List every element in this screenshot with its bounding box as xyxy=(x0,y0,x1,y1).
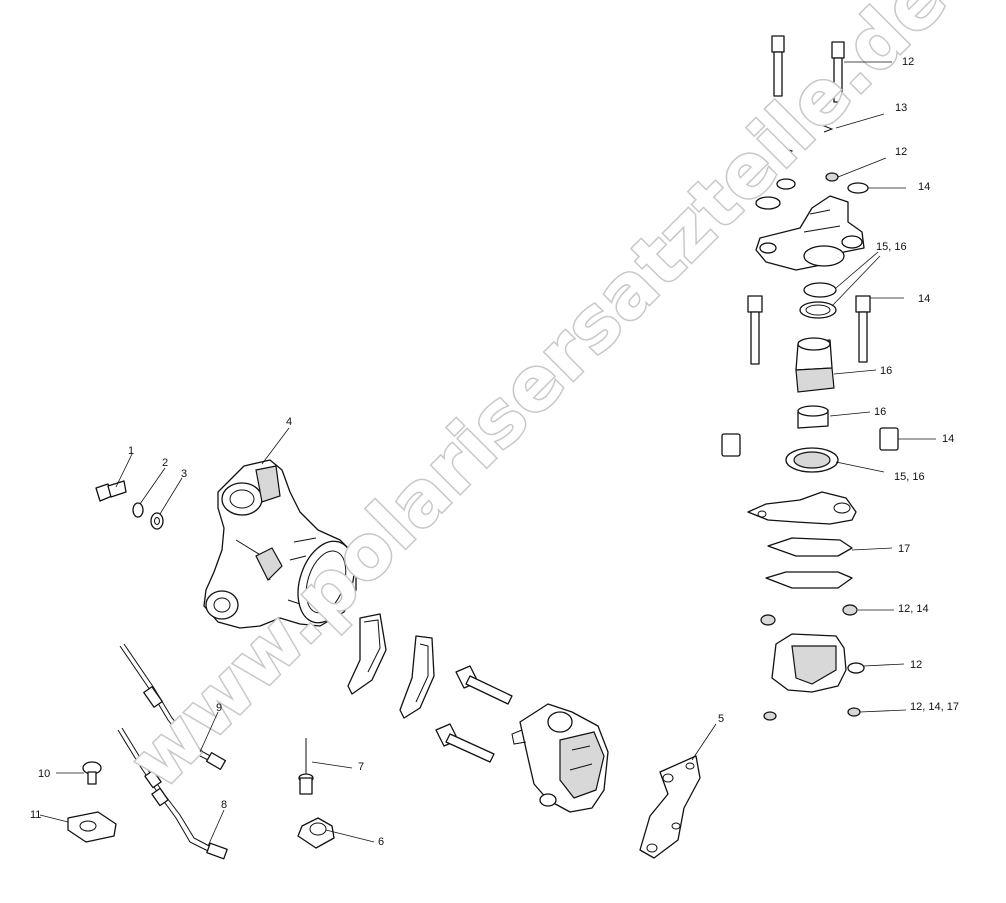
callout-15-16-second: 15, 16 xyxy=(894,471,925,483)
callout-12-14-17: 12, 14, 17 xyxy=(910,701,959,713)
caliper-bolt-lower xyxy=(435,723,495,763)
brake-line-9 xyxy=(119,643,227,770)
callout-4: 4 xyxy=(286,416,292,428)
bushing-left xyxy=(721,433,741,457)
callout-14-third: 14 xyxy=(942,433,954,445)
bolt-1 xyxy=(95,480,127,502)
clamp-6 xyxy=(297,817,335,849)
washer-left-a xyxy=(776,178,796,190)
leader-lines xyxy=(39,61,936,847)
washer-3 xyxy=(150,512,164,530)
callout-16-second: 16 xyxy=(874,406,886,418)
brake-caliper xyxy=(511,703,609,813)
brake-pad-left xyxy=(347,613,387,695)
callout-3: 3 xyxy=(181,468,187,480)
nut-12-14 xyxy=(842,604,858,616)
callout-12-14: 12, 14 xyxy=(898,603,929,615)
callout-12-top: 12 xyxy=(902,56,914,68)
rivet-7 xyxy=(298,738,314,795)
callout-14-second: 14 xyxy=(918,293,930,305)
seal-12 xyxy=(825,172,839,182)
callout-6: 6 xyxy=(378,836,384,848)
callout-9: 9 xyxy=(216,702,222,714)
callout-16-first: 16 xyxy=(880,365,892,377)
screw-10 xyxy=(82,761,102,785)
mount-block-12 xyxy=(771,633,865,693)
callout-7: 7 xyxy=(358,761,364,773)
bushing-14 xyxy=(879,427,899,451)
bolt-mid-left xyxy=(747,295,763,365)
washer-14-top xyxy=(847,182,869,194)
washer-2 xyxy=(132,502,144,518)
plate-upper xyxy=(747,491,857,525)
callout-10: 10 xyxy=(38,768,50,780)
bolt-mid-right xyxy=(855,295,871,363)
piston-16 xyxy=(795,337,835,393)
washer-left-b xyxy=(755,196,781,210)
callout-1: 1 xyxy=(128,445,134,457)
callout-2: 2 xyxy=(162,457,168,469)
caliper-bolt-upper xyxy=(455,665,513,705)
callout-17: 17 xyxy=(898,543,910,555)
callout-14-first: 14 xyxy=(918,181,930,193)
callout-13: 13 xyxy=(895,102,907,114)
pad-17-lower xyxy=(765,571,853,589)
pad-17-upper xyxy=(767,537,853,557)
oring-15a xyxy=(803,282,837,298)
bolt-long-left xyxy=(771,35,785,97)
sleeve-16 xyxy=(797,405,829,429)
callout-12-second: 12 xyxy=(895,146,907,158)
callout-15-16-first: 15, 16 xyxy=(876,241,907,253)
callouts: 1 2 3 4 5 6 7 8 9 10 11 12 13 12 14 15, … xyxy=(30,56,959,848)
callout-11: 11 xyxy=(30,809,41,821)
brake-line-8 xyxy=(117,727,228,860)
callout-12-third: 12 xyxy=(910,659,922,671)
bracket-5 xyxy=(639,755,701,859)
bolt-long-right xyxy=(831,41,845,103)
seal-15-16 xyxy=(785,447,839,473)
brake-pad-right xyxy=(399,635,435,719)
callout-8: 8 xyxy=(221,799,227,811)
spring-13 xyxy=(782,116,834,161)
callout-5: 5 xyxy=(718,713,724,725)
seal-16a xyxy=(799,301,837,319)
nut-12-14-17 xyxy=(847,707,861,717)
master-cylinder-body xyxy=(755,195,865,271)
nut-left xyxy=(760,614,776,626)
clip-11 xyxy=(67,811,117,843)
spindle-knuckle xyxy=(203,459,357,629)
nut-left-bottom xyxy=(763,711,777,721)
